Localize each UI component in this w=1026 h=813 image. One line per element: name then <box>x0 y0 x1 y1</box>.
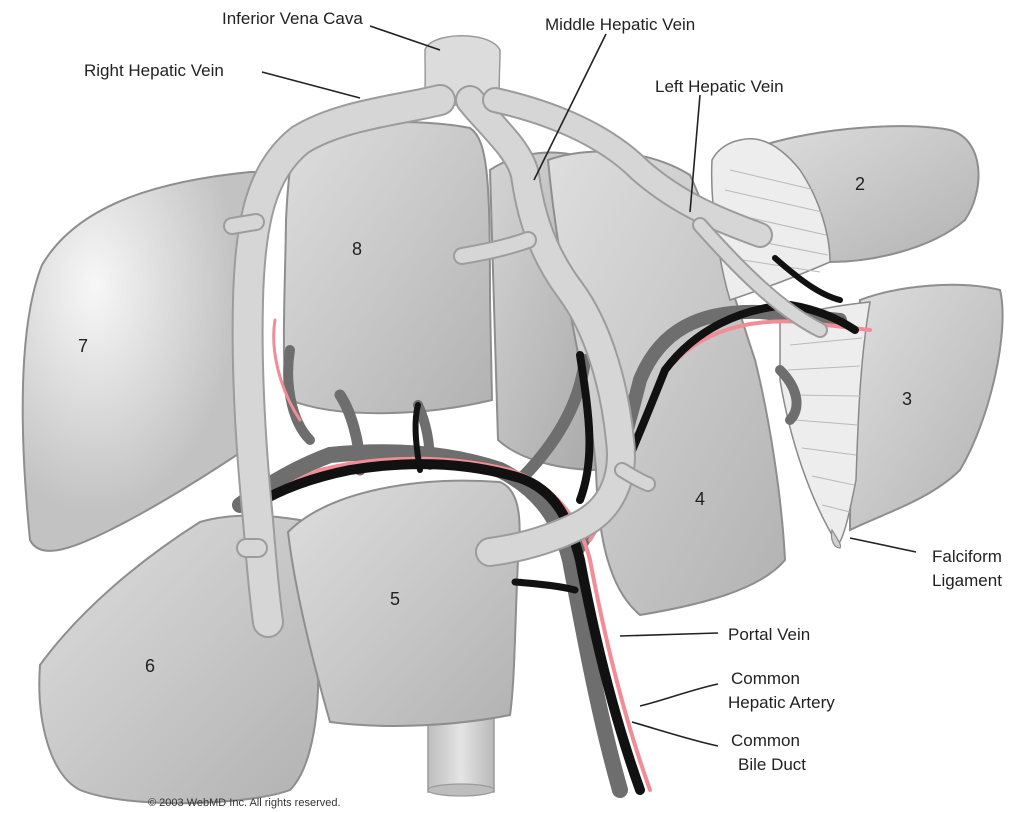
label-common-bile-duct-line1: Common <box>731 731 800 750</box>
label-falciform-line1: Falciform <box>932 547 1002 566</box>
label-left-hepatic-vein: Left Hepatic Vein <box>655 77 784 96</box>
segment-5 <box>288 481 520 726</box>
label-common-hepatic-artery-line2: Hepatic Artery <box>728 693 835 712</box>
segment-7-number: 7 <box>78 336 88 356</box>
segment-3-number: 3 <box>902 389 912 409</box>
segment-8 <box>284 122 492 413</box>
segment-8-number: 8 <box>352 239 362 259</box>
copyright-notice: © 2003 WebMD Inc. All rights reserved. <box>148 797 341 809</box>
segment-5-number: 5 <box>390 589 400 609</box>
label-portal-vein: Portal Vein <box>728 625 810 644</box>
segment-6-number: 6 <box>145 656 155 676</box>
label-inferior-vena-cava: Inferior Vena Cava <box>222 9 363 28</box>
label-right-hepatic-vein: Right Hepatic Vein <box>84 61 224 80</box>
segment-2-number: 2 <box>855 174 865 194</box>
label-common-hepatic-artery-line1: Common <box>731 669 800 688</box>
segment-4-number: 4 <box>695 489 705 509</box>
label-middle-hepatic-vein: Middle Hepatic Vein <box>545 15 695 34</box>
label-common-bile-duct-line2: Bile Duct <box>738 755 806 774</box>
label-falciform-line2: Ligament <box>932 571 1002 590</box>
